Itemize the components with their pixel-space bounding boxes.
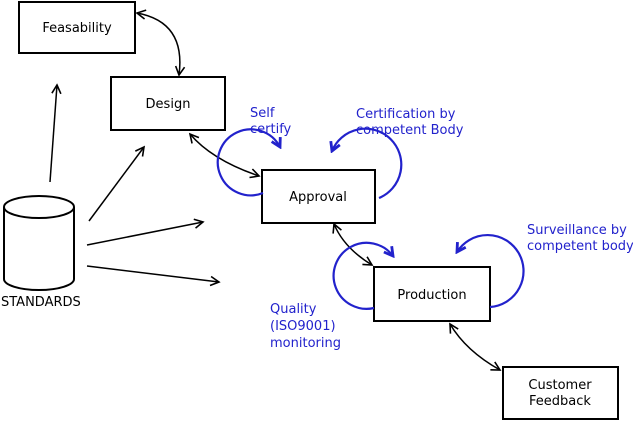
surveillance-label-line1: Surveillance by xyxy=(527,223,627,238)
certification-label-line2: competent Body xyxy=(356,123,464,138)
arrow-standards-to-approval xyxy=(86,222,203,246)
quality-monitoring-loop-arrow xyxy=(332,241,393,310)
standards-label: STANDARDS xyxy=(1,295,81,310)
approval-box xyxy=(261,169,376,224)
feasability-label: Feasability xyxy=(42,21,112,36)
customer-feedback-box xyxy=(502,366,619,420)
production-box xyxy=(373,266,491,322)
production-label: Production xyxy=(397,288,466,303)
certification-label-line1: Certification by xyxy=(356,107,456,122)
approval-label: Approval xyxy=(289,190,347,205)
self-certify-label-line1: Self xyxy=(250,106,275,121)
quality-label-line3: monitoring xyxy=(270,336,341,351)
self-certify-loop-arrow xyxy=(216,128,280,197)
arrow-approval-production xyxy=(334,224,372,265)
surveillance-loop-arrow xyxy=(457,234,525,309)
arrow-standards-to-feasability xyxy=(49,85,57,183)
design-label: Design xyxy=(146,97,191,112)
arrow-production-customer-feedback xyxy=(450,324,500,370)
standards-database-cylinder xyxy=(3,195,75,291)
arrow-standards-to-production xyxy=(86,265,219,282)
quality-label-line1: Quality xyxy=(270,302,317,317)
arrow-design-approval xyxy=(190,134,259,176)
arrow-feasability-design xyxy=(137,13,180,75)
customer-feedback-label-line2: Feedback xyxy=(529,394,591,409)
quality-label-line2: (ISO9001) xyxy=(270,319,336,334)
design-box xyxy=(110,76,226,131)
customer-feedback-label-line1: Customer xyxy=(528,378,592,393)
self-certify-label-line2: certify xyxy=(250,122,292,137)
arrow-standards-to-design xyxy=(88,147,144,222)
certification-loop-arrow xyxy=(332,127,403,200)
feasability-box xyxy=(18,1,136,54)
surveillance-label-line2: competent body xyxy=(527,239,633,254)
